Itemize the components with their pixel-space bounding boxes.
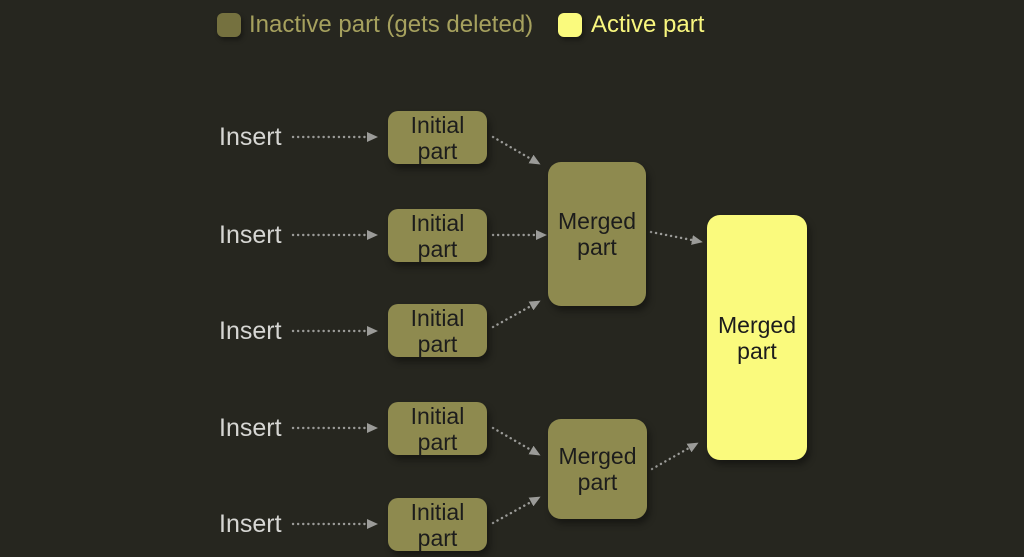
legend-inactive-label: Inactive part (gets deleted) xyxy=(249,11,534,38)
merged-part-label: Merged part xyxy=(718,311,796,364)
merged-part-label: Merged part xyxy=(558,443,637,495)
initial-part-node-5: Initial part xyxy=(388,498,487,551)
initial-part-label: Initial part xyxy=(410,304,465,357)
arrow-initial1-to-merged1 xyxy=(491,135,541,165)
arrow-initial4-to-merged2 xyxy=(491,426,541,456)
initial-part-node-3: Initial part xyxy=(388,304,487,357)
arrow-initial5-to-merged2 xyxy=(491,496,541,525)
initial-part-node-4: Initial part xyxy=(388,402,487,455)
arrow-initial3-to-merged1 xyxy=(491,300,541,329)
initial-part-label: Initial part xyxy=(410,111,465,164)
active-part-swatch xyxy=(558,13,582,37)
merged-part-label: Merged part xyxy=(558,208,636,260)
initial-part-node-2: Initial part xyxy=(388,209,487,262)
merged-part-node-2: Merged part xyxy=(548,419,647,519)
insert-label-4: Insert xyxy=(219,414,282,442)
arrow-merged2-to-active xyxy=(650,442,699,471)
initial-part-label: Initial part xyxy=(410,209,465,262)
insert-label-2: Insert xyxy=(219,221,282,249)
insert-label-1: Insert xyxy=(219,123,282,151)
inactive-part-swatch xyxy=(217,13,241,37)
merged-part-active-node: Merged part xyxy=(707,215,807,460)
merged-part-node-1: Merged part xyxy=(548,162,646,306)
insert-label-5: Insert xyxy=(219,510,282,538)
arrow-merged1-to-active xyxy=(649,230,703,245)
legend-active-label: Active part xyxy=(591,11,705,38)
insert-label-3: Insert xyxy=(219,317,282,345)
initial-part-label: Initial part xyxy=(410,498,465,551)
initial-part-node-1: Initial part xyxy=(388,111,487,164)
initial-part-label: Initial part xyxy=(410,402,465,455)
